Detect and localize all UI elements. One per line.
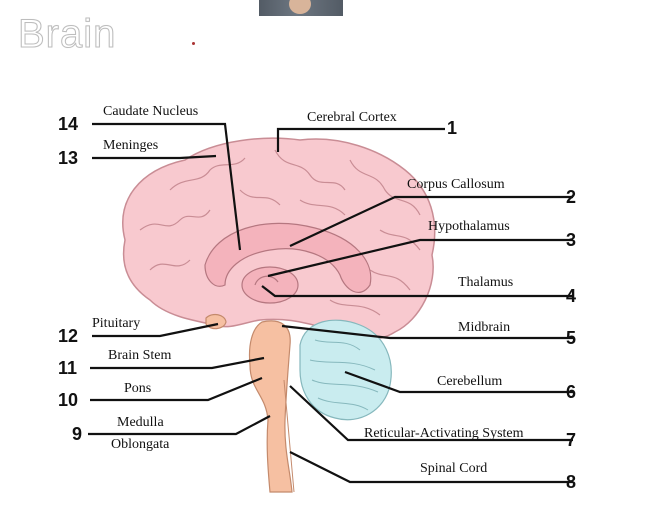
corpus-callosum [204, 222, 372, 293]
webcam-thumbnail [259, 0, 343, 16]
label-meninges: Meninges [103, 138, 159, 153]
brain-stem [248, 320, 293, 493]
thalamus-region [241, 266, 299, 304]
number-6: 6 [566, 382, 577, 402]
number-12: 12 [58, 326, 79, 346]
label-corpus-callosum: Corpus Callosum [407, 177, 505, 192]
number-3: 3 [566, 230, 577, 250]
label-cerebral-cortex: Cerebral Cortex [307, 110, 397, 125]
page-title: Brain [17, 12, 117, 57]
label-hypothalamus: Hypothalamus [428, 219, 510, 234]
number-8: 8 [566, 472, 577, 492]
cerebellum-folds [309, 339, 379, 411]
number-14: 14 [58, 114, 79, 134]
label-oblongata: Oblongata [111, 437, 170, 452]
label-caudate-nucleus: Caudate Nucleus [103, 104, 199, 119]
label-pons: Pons [124, 381, 152, 396]
cursor-dot [192, 42, 195, 45]
label-midbrain: Midbrain [458, 320, 511, 335]
label-pituitary: Pituitary [92, 316, 141, 331]
cortex-folds [139, 149, 421, 316]
label-reticular-activating-system: Reticular-Activating System [364, 426, 524, 441]
label-spinal-cord: Spinal Cord [420, 461, 488, 476]
number-10: 10 [58, 390, 79, 410]
number-1: 1 [447, 118, 458, 138]
leader-lines [88, 122, 573, 484]
label-brain-stem: Brain Stem [108, 348, 172, 363]
cerebellum [299, 319, 392, 421]
number-5: 5 [566, 328, 577, 348]
label-medulla: Medulla [117, 415, 164, 430]
number-11: 11 [58, 358, 78, 378]
number-7: 7 [566, 430, 577, 450]
number-9: 9 [72, 424, 83, 444]
label-thalamus: Thalamus [458, 275, 514, 290]
number-4: 4 [566, 286, 577, 306]
number-13: 13 [58, 148, 79, 168]
label-cerebellum: Cerebellum [437, 374, 503, 389]
number-2: 2 [566, 187, 577, 207]
